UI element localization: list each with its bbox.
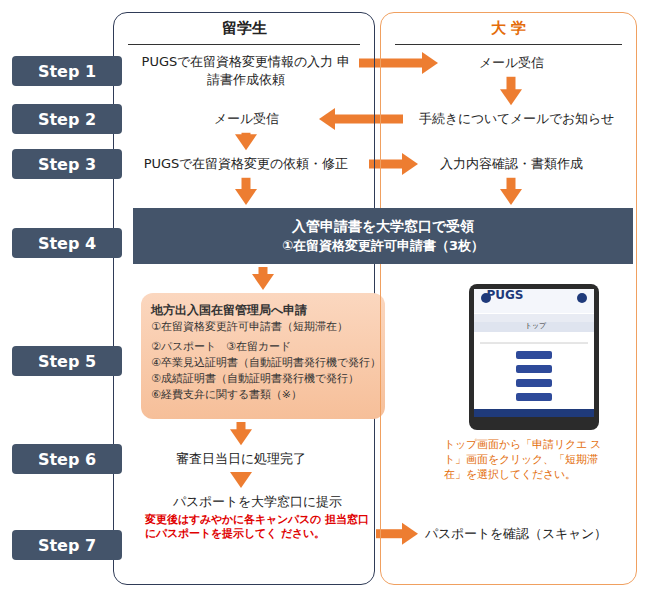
process-text: PUGSで在留資格変更の依頼・修正	[126, 153, 366, 175]
node-detail: ④卒業見込証明書（自動証明書発行機で発行）	[151, 355, 377, 371]
phone-screen	[474, 289, 594, 417]
node-detail: ②パスポート	[151, 339, 216, 355]
step-label: Step 2	[12, 104, 122, 134]
flow-arrow	[235, 133, 257, 150]
flow-arrow	[500, 77, 522, 105]
arrow-head	[422, 52, 438, 74]
arrow-head	[402, 153, 418, 175]
flow-arrow	[500, 178, 522, 205]
flow-arrow	[359, 52, 438, 74]
node-text: Step 4	[38, 234, 96, 253]
flow-arrow	[319, 108, 403, 130]
arrow-head	[230, 472, 252, 488]
screen-title: トップ	[500, 321, 570, 331]
menu-button	[516, 351, 552, 359]
node-detail: 変更後はすみやかに各キャンパスの 担当窓口にパスポートを提示してく ださい。	[145, 513, 369, 543]
node-text: 地方出入国在留管理局へ申請	[151, 301, 377, 319]
arrow-shaft	[359, 58, 428, 67]
node-detail: ①在留資格変更許可申請書（短期滞在）	[151, 319, 377, 335]
node-text: Step 7	[38, 536, 96, 555]
node-text: Step 6	[38, 450, 96, 469]
arrow-shaft	[329, 114, 403, 123]
caption-note: トップ画面から「申請リクエ スト」画面をクリック、「短期滞 在」を選択してくださ…	[444, 438, 612, 483]
node-text: パスポートを大学窓口に提示	[145, 493, 369, 511]
node-text: 留学生	[128, 13, 360, 45]
arrow-head	[230, 429, 252, 445]
process-box: 地方出入国在留管理局へ申請①在留資格変更許可申請書（短期滞在） ②パスポート ③在留…	[141, 293, 385, 419]
process-text: メール受信	[176, 108, 316, 130]
step-label: Step 6	[12, 444, 122, 474]
node-detail: ⑤成績証明書（自動証明書発行機で発行）	[151, 371, 377, 387]
node-text: メール受信	[178, 110, 314, 128]
node-text: 入管申請書を大学窓口で受領	[292, 217, 474, 237]
arrow-head	[402, 523, 418, 545]
title-bar	[474, 322, 594, 332]
app-logo: PUGS	[470, 288, 540, 302]
flow-arrow	[230, 472, 252, 488]
node-text: Step 1	[38, 62, 96, 81]
node-text: パスポートを確認（スキャン）	[423, 525, 609, 543]
flow-arrow	[235, 178, 257, 205]
logo-mascot	[577, 293, 587, 303]
menu-button	[516, 393, 552, 401]
phone-screenshot	[468, 283, 600, 431]
node-detail: ⑥経費支弁に関する書類（※）	[151, 387, 377, 403]
node-text: メール受信	[443, 54, 579, 72]
process-text: 入力内容確認・書類作成	[421, 153, 601, 175]
arrow-head	[500, 89, 522, 105]
node-text: PUGSで在留資格変更の依頼・修正	[128, 155, 364, 173]
node-text: Step 2	[38, 110, 96, 129]
arrow-head	[319, 108, 335, 130]
arrow-head	[252, 274, 274, 290]
arrow-head	[235, 189, 257, 205]
node-text: Step 5	[38, 352, 96, 371]
step-label: Step 1	[12, 56, 122, 86]
process-text: パスポートを確認（スキャン）	[421, 523, 611, 545]
tab-bar	[474, 314, 594, 322]
node-text: PUGSで在留資格変更情報の入力 申請書作成依頼	[138, 53, 354, 88]
process-text: メール受信	[441, 52, 581, 74]
menu-button	[516, 365, 552, 373]
flow-arrow	[252, 267, 274, 290]
arrow-head	[235, 134, 257, 150]
process-band: 入管申請書を大学窓口で受領①在留資格変更許可申請書（3枚）	[133, 208, 633, 264]
status-rule	[480, 343, 588, 344]
flow-arrow	[230, 422, 252, 445]
arrow-head	[500, 189, 522, 205]
process-text: 審査日当日に処理完了	[151, 448, 331, 470]
process-text: パスポートを大学窓口に提示変更後はすみやかに各キャンパスの 担当窓口にパスポート…	[141, 491, 373, 544]
flow-arrow	[369, 153, 418, 175]
column-panel: 留学生 PUGSで在留資格変更情報の入力 申請書作成依頼メール受信 PUGSで在留資…	[113, 12, 375, 585]
process-text: 手続きについてメールでお知らせ	[406, 108, 626, 130]
node-text: 審査日当日に処理完了	[153, 450, 329, 468]
step-label: Step 5	[12, 346, 122, 376]
flow-arrow	[376, 523, 418, 545]
process-text: PUGSで在留資格変更情報の入力 申請書作成依頼	[136, 51, 356, 90]
node-detail: ③在留カード	[226, 339, 291, 355]
node-text: 手続きについてメールでお知らせ	[408, 110, 624, 128]
node-text: 大 学	[395, 13, 622, 45]
step-label: Step 7	[12, 530, 122, 560]
node-text: Step 3	[38, 155, 96, 174]
footer-bar	[474, 409, 594, 417]
node-text: 入力内容確認・書類作成	[423, 155, 599, 173]
step-label: Step 3	[12, 149, 122, 179]
node-detail: ①在留資格変更許可申請書（3枚）	[282, 237, 484, 255]
menu-button	[516, 379, 552, 387]
phone-body	[469, 284, 599, 430]
step-label: Step 4	[12, 228, 122, 258]
